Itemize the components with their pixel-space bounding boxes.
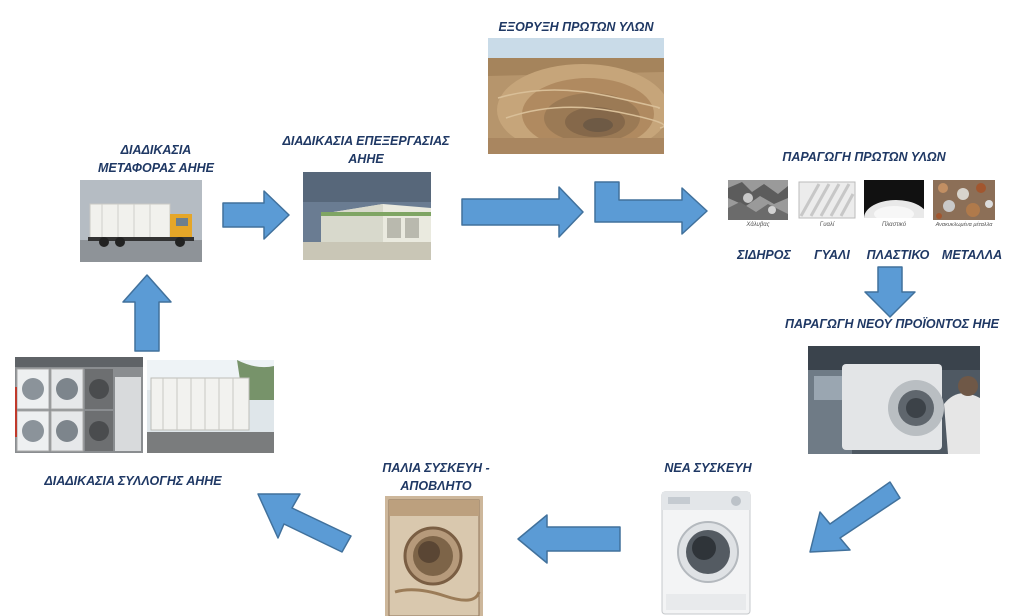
old-washing-machine-photo xyxy=(385,496,483,616)
transport-label-line1: ΔΙΑΔΙΚΑΣΙΑ xyxy=(120,143,192,157)
metals-caption: Ανακυκλωμένα μέταλλα xyxy=(935,222,993,228)
material-label-steel: ΣΙΔΗΡΟΣ xyxy=(737,248,791,262)
new-washing-machine-photo xyxy=(658,490,754,616)
collection-label: ΔΙΑΔΙΚΑΣΙΑ ΣΥΛΛΟΓΗΣ ΑΗΗΕ xyxy=(44,474,222,488)
metals-sample-photo: Ανακυκλωμένα μέταλλα xyxy=(933,180,995,232)
old-device-label-line2: ΑΠΟΒΛΗΤΟ xyxy=(400,479,472,493)
arrow-old-device-to-collection xyxy=(256,490,352,560)
collected-appliances-photo xyxy=(15,357,143,453)
processing-label-line1: ΔΙΑΔΙΚΑΣΙΑ ΕΠΕΞΕΡΓΑΣΙΑΣ xyxy=(282,134,450,148)
transport-truck-photo xyxy=(80,180,202,262)
collection-container-photo xyxy=(147,360,274,453)
material-label-metals: ΜΕΤΑΛΛΑ xyxy=(941,248,1003,262)
arrow-transport-to-processing xyxy=(222,190,290,240)
arrow-collection-to-transport xyxy=(122,274,172,352)
steel-caption: Χάλυβας xyxy=(746,222,770,228)
arrow-processing-to-raw-materials xyxy=(461,186,584,238)
arrow-raw-to-new-product xyxy=(864,266,916,318)
processing-label-line2: ΑΗΗΕ xyxy=(348,152,384,166)
processing-facility-photo xyxy=(303,172,431,260)
steel-sample-photo: Χάλυβας xyxy=(728,180,788,230)
material-label-glass: ΓΥΑΛΙ xyxy=(814,248,850,262)
new-product-label: ΠΑΡΑΓΩΓΗ ΝΕΟΥ ΠΡΟΪΟΝΤΟΣ ΗΗΕ xyxy=(785,317,999,331)
arrow-new-device-to-old-device xyxy=(517,514,621,564)
plastic-sample-photo: Πλαστικό xyxy=(864,180,924,230)
old-device-label-line1: ΠΑΛΙΑ ΣΥΣΚΕΥΗ - xyxy=(382,461,490,475)
mining-photo xyxy=(488,38,664,154)
glass-caption: Γυαλί xyxy=(819,222,835,228)
mining-label: ΕΞΟΡΥΞΗ ΠΡΩΤΩΝ ΥΛΩΝ xyxy=(498,20,654,34)
transport-label-line2: ΜΕΤΑΦΟΡΑΣ ΑΗΗΕ xyxy=(97,161,214,175)
glass-sample-photo: Γυαλί xyxy=(797,180,857,230)
arrow-mining-to-raw-production xyxy=(594,181,708,235)
material-label-plastic: ΠΛΑΣΤΙΚΟ xyxy=(866,248,930,262)
arrow-new-product-to-new-device xyxy=(806,480,902,554)
plastic-caption: Πλαστικό xyxy=(881,222,907,228)
new-device-label: ΝΕΑ ΣΥΣΚΕΥΗ xyxy=(664,461,752,475)
manufacturing-photo xyxy=(808,346,980,454)
raw-production-label: ΠΑΡΑΓΩΓΗ ΠΡΩΤΩΝ ΥΛΩΝ xyxy=(782,150,946,164)
